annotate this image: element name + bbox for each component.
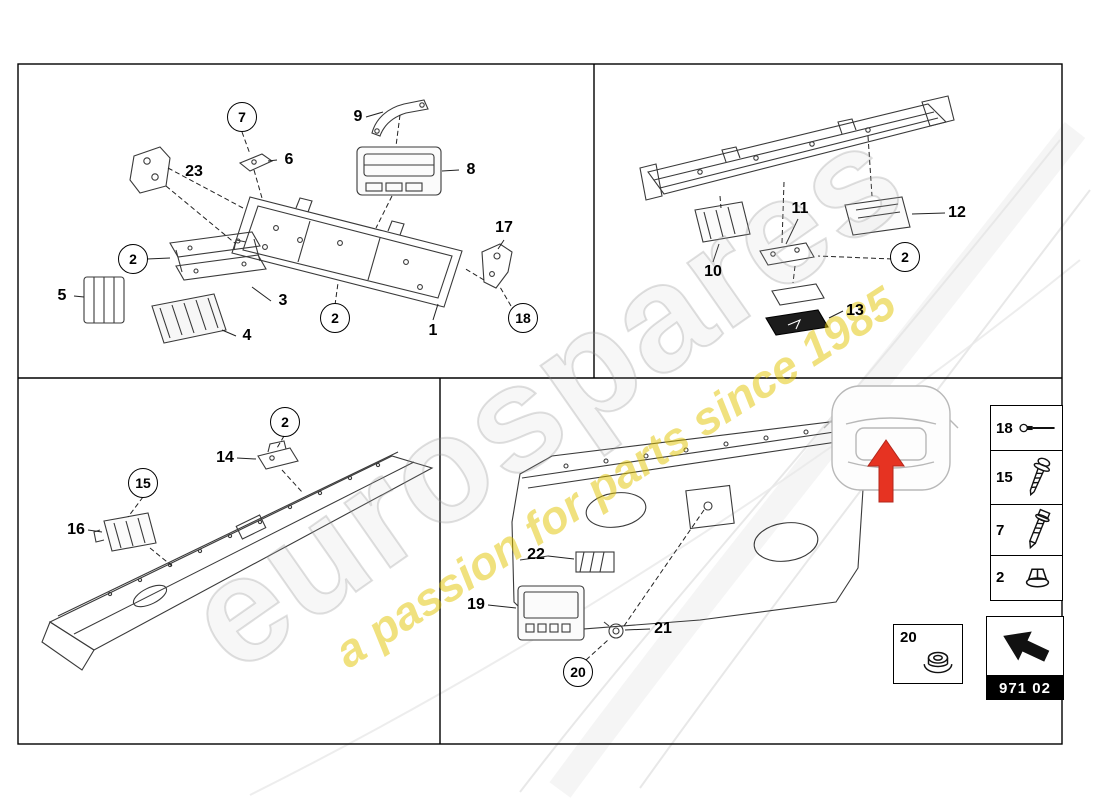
sketch-plates-13 <box>765 283 829 336</box>
legend-item-number: 7 <box>996 521 1005 539</box>
callout-2[interactable]: 2 <box>320 303 350 333</box>
sketch-mounting-frame <box>231 196 463 308</box>
callout-23[interactable]: 23 <box>185 163 203 180</box>
sketch-bracket-23 <box>129 146 171 194</box>
fastener-legend: 18 15 <box>990 405 1063 601</box>
callout-4[interactable]: 4 <box>242 327 252 344</box>
sketch-strap-9 <box>371 99 429 137</box>
sketch-ecu-19 <box>517 585 585 641</box>
sketch-bracket-11 <box>759 242 815 266</box>
leader-lines-top-left <box>165 114 512 307</box>
part-code-badge[interactable]: 971 02 <box>986 616 1064 700</box>
sketch-ecu-12 <box>844 196 911 236</box>
callout-5[interactable]: 5 <box>57 287 67 304</box>
sketch-ecu-16 <box>93 512 157 552</box>
sketch-crossmember <box>639 95 955 201</box>
callout-9[interactable]: 9 <box>353 108 363 125</box>
callout-17[interactable]: 17 <box>495 219 513 236</box>
label-ticks-bottom-right <box>487 555 651 631</box>
callout-6[interactable]: 6 <box>284 151 294 168</box>
callout-22[interactable]: 22 <box>527 546 545 563</box>
watermark-swoosh <box>249 121 1091 798</box>
panel-borders <box>17 63 1063 745</box>
label-ticks-top-left <box>73 111 505 337</box>
callout-2[interactable]: 2 <box>118 244 148 274</box>
callout-1[interactable]: 1 <box>428 322 438 339</box>
sketch-ecu-8 <box>356 146 442 196</box>
callout-2[interactable]: 2 <box>270 407 300 437</box>
callout-3[interactable]: 3 <box>278 292 288 309</box>
callout-14[interactable]: 14 <box>216 449 234 466</box>
sketch-bracket-17 <box>481 243 513 289</box>
callout-18[interactable]: 18 <box>508 303 538 333</box>
part-code-text: 971 02 <box>986 676 1064 700</box>
callout-2[interactable]: 2 <box>890 242 920 272</box>
legend-item-nut[interactable]: 2 <box>990 554 1063 601</box>
callout-19[interactable]: 19 <box>467 596 485 613</box>
callout-13[interactable]: 13 <box>846 302 864 319</box>
label-ticks-top-right <box>712 212 946 319</box>
callout-8[interactable]: 8 <box>466 161 476 178</box>
travel-direction-arrow-icon <box>1003 631 1050 662</box>
legend-item-number: 15 <box>996 469 1013 487</box>
sketch-cover-22 <box>575 551 615 573</box>
callout-10[interactable]: 10 <box>704 263 722 280</box>
legend-item-number: 2 <box>996 569 1005 587</box>
sketch-ecu-10 <box>694 201 751 243</box>
badge-icon-box <box>986 616 1064 676</box>
direction-arrow <box>867 439 905 503</box>
rivet-icon <box>1019 424 1055 433</box>
legend-item-bolt[interactable]: 7 <box>990 504 1063 557</box>
legend-item-screw[interactable]: 15 <box>990 449 1063 506</box>
sketch-bracket-14 <box>257 440 299 470</box>
sketch-ecu-4 <box>151 293 227 344</box>
nut-icon <box>1025 568 1050 588</box>
screw-icon <box>1029 457 1051 496</box>
callout-16[interactable]: 16 <box>67 521 85 538</box>
flange-nut-icon <box>923 651 953 674</box>
callout-21[interactable]: 21 <box>654 620 672 637</box>
leader-lines-bottom-right <box>585 509 705 661</box>
leader-lines-bottom-left <box>127 435 303 567</box>
sketch-clip-6 <box>238 153 274 172</box>
legend-item-rivet[interactable]: 18 <box>990 405 1063 452</box>
callout-7[interactable]: 7 <box>227 102 257 132</box>
callout-11[interactable]: 11 <box>791 200 809 217</box>
sketch-module-5 <box>83 276 125 324</box>
sketch-sill <box>41 451 434 671</box>
callout-12[interactable]: 12 <box>948 204 966 221</box>
sketch-bracket-rails-3 <box>169 231 267 281</box>
sketch-grommet-21 <box>603 621 624 639</box>
bolt-icon <box>1028 508 1051 550</box>
legend-item-number: 18 <box>996 419 1013 437</box>
label-ticks-bottom-left <box>87 457 257 533</box>
legend-item-number: 20 <box>900 629 917 646</box>
callout-15[interactable]: 15 <box>128 468 158 498</box>
direction-arrow-shape <box>867 439 905 503</box>
flange-nut-legend-box[interactable]: 20 <box>893 624 963 684</box>
leader-lines-top-right <box>719 135 893 284</box>
callout-20[interactable]: 20 <box>563 657 593 687</box>
